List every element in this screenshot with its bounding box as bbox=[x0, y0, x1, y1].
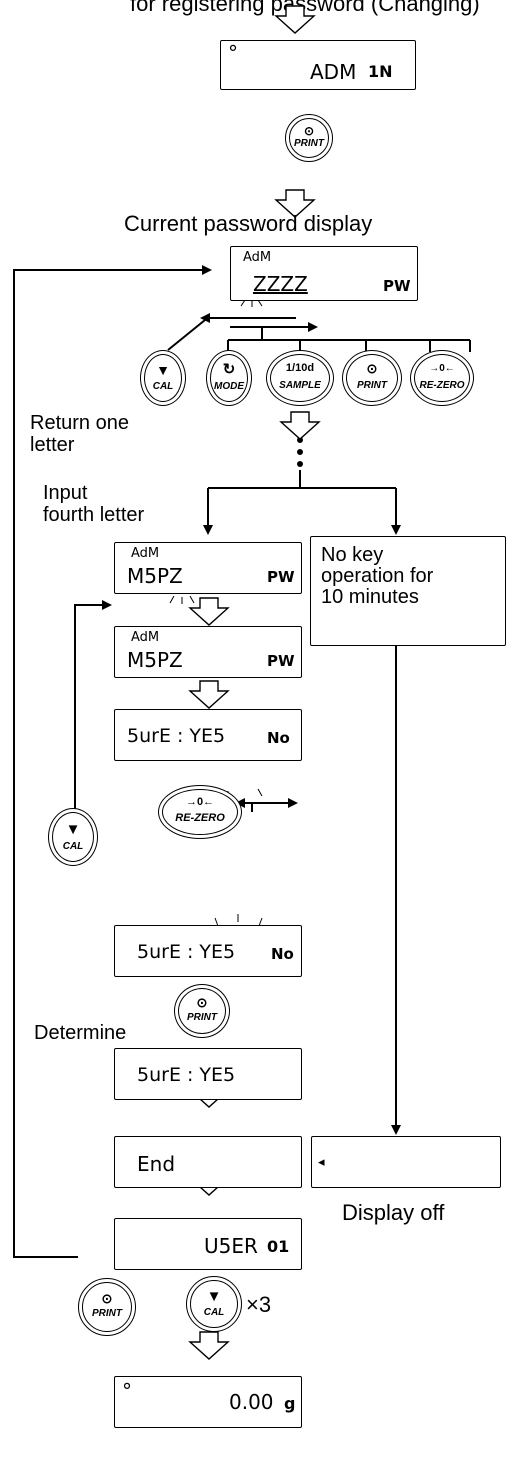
cal-key-label: CAL bbox=[203, 1307, 225, 1318]
display-end: End bbox=[114, 1136, 302, 1188]
display-text: ZZZZ bbox=[253, 272, 308, 296]
display-small-text: AdM bbox=[131, 630, 160, 645]
cal-key[interactable]: ▼ CAL bbox=[186, 1276, 242, 1332]
display-sure-no-confirm: 5urE : YE5 No bbox=[114, 925, 302, 977]
mode-key-label: MODE bbox=[214, 381, 244, 392]
display-sure-no: 5urE : YE5 No bbox=[114, 709, 302, 761]
display-unit: 1N bbox=[368, 62, 393, 81]
display-user: U5ER 01 bbox=[114, 1218, 302, 1270]
print-icon: ⊙ bbox=[366, 361, 378, 376]
display-text: M5PZ bbox=[127, 648, 183, 672]
rezero-key-label: RE-ZERO bbox=[419, 380, 465, 391]
no-key-operation-box: No key operation for 10 minutes bbox=[310, 536, 506, 646]
cal-icon: ▼ bbox=[206, 1288, 222, 1305]
display-unit: 01 bbox=[267, 1237, 290, 1256]
mode-key[interactable]: ↻ MODE bbox=[206, 350, 252, 406]
print-key-label: PRINT bbox=[357, 380, 387, 391]
dot-indicator: ° bbox=[228, 41, 238, 65]
rezero-key-label: RE-ZERO bbox=[175, 812, 225, 824]
return-one-letter-label: Return one letter bbox=[30, 412, 129, 456]
print-key[interactable]: ⊙ PRINT bbox=[285, 114, 333, 162]
determine-label: Determine bbox=[34, 1022, 127, 1044]
sample-key[interactable]: 1/10d SAMPLE bbox=[266, 350, 334, 406]
dot-indicator: ° bbox=[122, 1379, 132, 1403]
display-off-label: Display off bbox=[342, 1200, 445, 1225]
display-text: 5urE : YE5 bbox=[137, 1064, 236, 1086]
sample-key-label: SAMPLE bbox=[279, 380, 321, 391]
display-text: U5ER bbox=[204, 1234, 258, 1258]
rezero-key[interactable]: →0← RE-ZERO bbox=[158, 785, 242, 839]
display-fourth-letter: AdM M5PZ PW bbox=[114, 542, 302, 594]
display-text: 0.00 bbox=[229, 1390, 274, 1414]
display-text: ◂ bbox=[318, 1155, 325, 1170]
display-unit: PW bbox=[267, 568, 295, 586]
display-text: 5urE : YE5 bbox=[127, 725, 226, 747]
top-caption: for registering password (Changing) bbox=[130, 0, 480, 16]
print-key[interactable]: ⊙ PRINT bbox=[342, 350, 402, 406]
display-text: ADM bbox=[310, 60, 357, 84]
display-small-text: AdM bbox=[243, 250, 272, 265]
sample-icon: 1/10d bbox=[285, 362, 315, 374]
display-adm-1n: ° ADM 1N bbox=[220, 40, 416, 90]
display-unit: g bbox=[284, 1394, 296, 1413]
print-icon: ⊙ bbox=[101, 1291, 113, 1306]
display-unit: No bbox=[267, 729, 290, 747]
current-password-label: Current password display bbox=[124, 211, 373, 236]
no-key-operation-text: No key operation for 10 minutes bbox=[321, 544, 434, 608]
display-text: 5urE : YE5 bbox=[137, 941, 236, 963]
rezero-icon: →0← bbox=[429, 363, 455, 374]
display-unit: No bbox=[271, 945, 294, 963]
cal-icon: ▼ bbox=[156, 362, 170, 378]
cal-key-label: CAL bbox=[62, 841, 84, 852]
display-text: M5PZ bbox=[127, 564, 183, 588]
cal-key-label: CAL bbox=[152, 381, 174, 392]
display-unit: PW bbox=[267, 652, 295, 670]
rezero-icon: →0← bbox=[185, 796, 215, 808]
input-fourth-letter-label: Input fourth letter bbox=[43, 482, 145, 526]
display-text: End bbox=[137, 1152, 176, 1176]
times-three-label: ×3 bbox=[246, 1292, 272, 1317]
display-m5pz: AdM M5PZ PW bbox=[114, 626, 302, 678]
print-key[interactable]: ⊙ PRINT bbox=[174, 984, 230, 1038]
display-unit: PW bbox=[383, 277, 411, 295]
cal-icon: ▼ bbox=[65, 821, 81, 838]
mode-icon: ↻ bbox=[222, 361, 236, 378]
print-key-label: PRINT bbox=[187, 1012, 217, 1023]
print-key-label: PRINT bbox=[92, 1308, 122, 1319]
display-off-screen: ◂ bbox=[311, 1136, 501, 1188]
rezero-key[interactable]: →0← RE-ZERO bbox=[410, 350, 474, 406]
print-key-label: PRINT bbox=[294, 138, 324, 149]
display-small-text: AdM bbox=[131, 546, 160, 561]
cal-key[interactable]: ▼ CAL bbox=[48, 808, 98, 866]
print-key[interactable]: ⊙ PRINT bbox=[78, 1278, 136, 1336]
cal-key[interactable]: ▼ CAL bbox=[140, 350, 186, 406]
print-icon: ⊙ bbox=[303, 124, 315, 138]
print-icon: ⊙ bbox=[196, 995, 208, 1010]
display-sure-yes: 5urE : YE5 bbox=[114, 1048, 302, 1100]
display-current-password: AdM ZZZZ PW bbox=[230, 246, 418, 301]
display-weight: ° 0.00 g bbox=[114, 1376, 302, 1428]
